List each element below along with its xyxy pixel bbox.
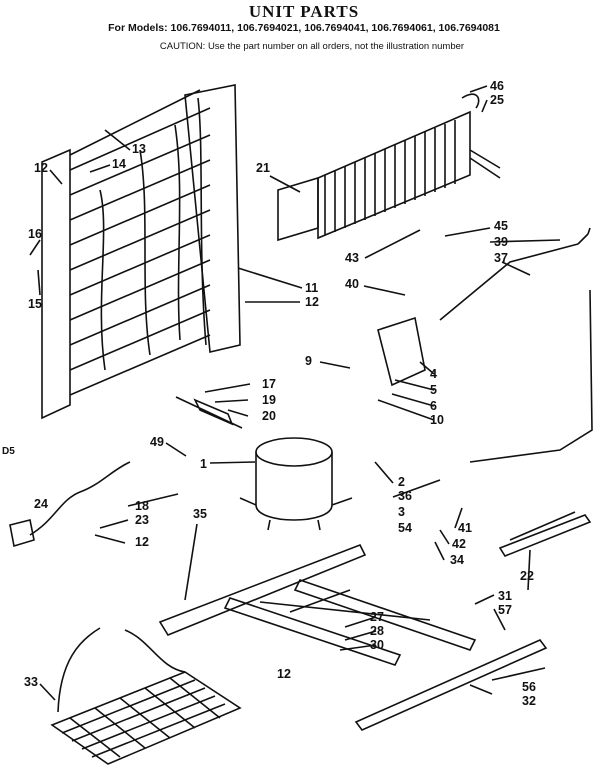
part-callout: 40 [345, 277, 359, 291]
compressor [239, 437, 353, 531]
part-callout: 33 [24, 675, 38, 689]
part-callout: 37 [494, 251, 508, 265]
part-callout: 15 [28, 297, 42, 311]
tubing-37 [439, 227, 591, 321]
part-callout: 14 [112, 157, 126, 171]
part-callout: 12 [305, 295, 319, 309]
part-callout: 27 [370, 610, 384, 624]
side-mark: D5 [2, 446, 15, 457]
part-callout: 34 [450, 553, 464, 567]
part-callout: 20 [262, 409, 276, 423]
part-callout: 6 [430, 399, 437, 413]
part-callout: 56 [522, 680, 536, 694]
caution-note: CAUTION: Use the part number on all orde… [159, 41, 465, 52]
part-callout: 30 [370, 638, 384, 652]
part-callout: 13 [132, 142, 146, 156]
part-callout: 12 [135, 535, 149, 549]
part-callout: 35 [193, 507, 207, 521]
rail-32 [354, 639, 548, 731]
part-callout: 57 [498, 603, 512, 617]
part-callout: 17 [262, 377, 276, 391]
part-callout: 54 [398, 521, 412, 535]
part-callout: 12 [277, 667, 291, 681]
part-callout: 39 [494, 235, 508, 249]
part-callout: 21 [256, 161, 270, 175]
part-callout: 10 [430, 413, 444, 427]
condenser-coil [41, 84, 241, 420]
part-callout: 23 [135, 513, 149, 527]
part-callout: 19 [262, 393, 276, 407]
part-callout: 5 [430, 383, 437, 397]
part-callout: 36 [398, 489, 412, 503]
part-callout: 28 [370, 624, 384, 638]
power-cord [9, 461, 131, 548]
drain-coil [50, 627, 242, 765]
part-callout: 31 [498, 589, 512, 603]
part-callout: 24 [34, 497, 48, 511]
control-bracket [377, 316, 426, 387]
part-callout: 49 [150, 435, 164, 449]
part-callout: 25 [490, 93, 504, 107]
part-callout: 12 [34, 161, 48, 175]
part-callout: 18 [135, 499, 149, 513]
part-callout: 43 [345, 251, 359, 265]
part-callout: 22 [520, 569, 534, 583]
part-callout: 32 [522, 694, 536, 708]
part-callout: 2 [398, 475, 405, 489]
evaporator-fins [277, 93, 501, 242]
base-frame [158, 543, 477, 666]
page-title: UNIT PARTS [248, 2, 360, 21]
rail-22 [498, 511, 592, 557]
part-callout: 46 [490, 79, 504, 93]
part-callout: 45 [494, 219, 508, 233]
capacitor [175, 396, 243, 429]
part-callout: 1 [200, 457, 207, 471]
part-callout: 3 [398, 505, 405, 519]
part-callout: 9 [305, 354, 312, 368]
part-callout: 42 [452, 537, 466, 551]
part-callout: 4 [430, 367, 437, 381]
part-callout: 41 [458, 521, 472, 535]
models-line: For Models: 106.7694011, 106.7694021, 10… [108, 22, 500, 34]
part-callout: 16 [28, 227, 42, 241]
part-callout: 11 [305, 281, 319, 295]
tubing-right [469, 289, 593, 463]
